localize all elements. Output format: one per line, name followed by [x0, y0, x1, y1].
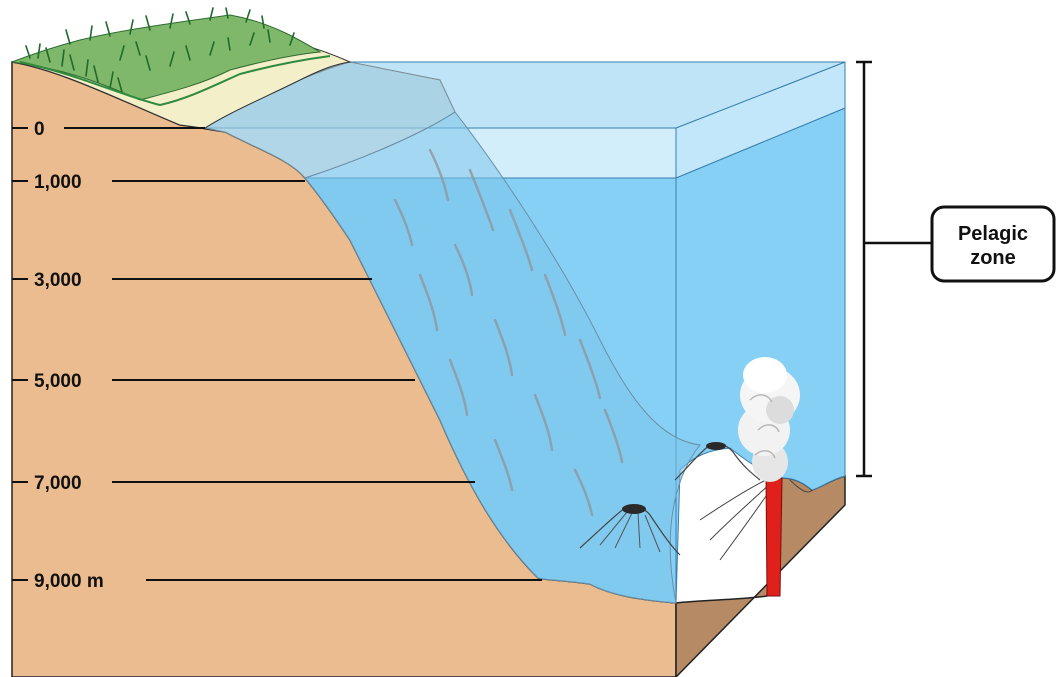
pelagic-zone-callout	[930, 205, 1056, 283]
continental-slope	[304, 111, 701, 604]
depth-label-3000: 3,000	[34, 270, 82, 291]
grass-blades	[25, 7, 295, 93]
depth-label-5000: 5,000	[34, 371, 82, 392]
depth-label-0: 0	[34, 119, 45, 140]
callout-line-1: Pelagic	[958, 223, 1028, 245]
depth-scale	[12, 127, 542, 581]
depth-label-7000: 7,000	[34, 473, 82, 494]
volcanic-plume	[738, 357, 800, 482]
vent-crater	[622, 504, 646, 514]
pelagic-zone-bracket	[856, 60, 932, 478]
callout-line-2: zone	[970, 247, 1016, 269]
vent-crater	[706, 442, 726, 450]
slope-texture	[393, 148, 624, 517]
depth-label-1000: 1,000	[34, 172, 82, 193]
lava-conduit	[765, 477, 783, 597]
land-side-face	[675, 475, 846, 677]
depth-label-9000: 9,000 m	[34, 571, 104, 592]
